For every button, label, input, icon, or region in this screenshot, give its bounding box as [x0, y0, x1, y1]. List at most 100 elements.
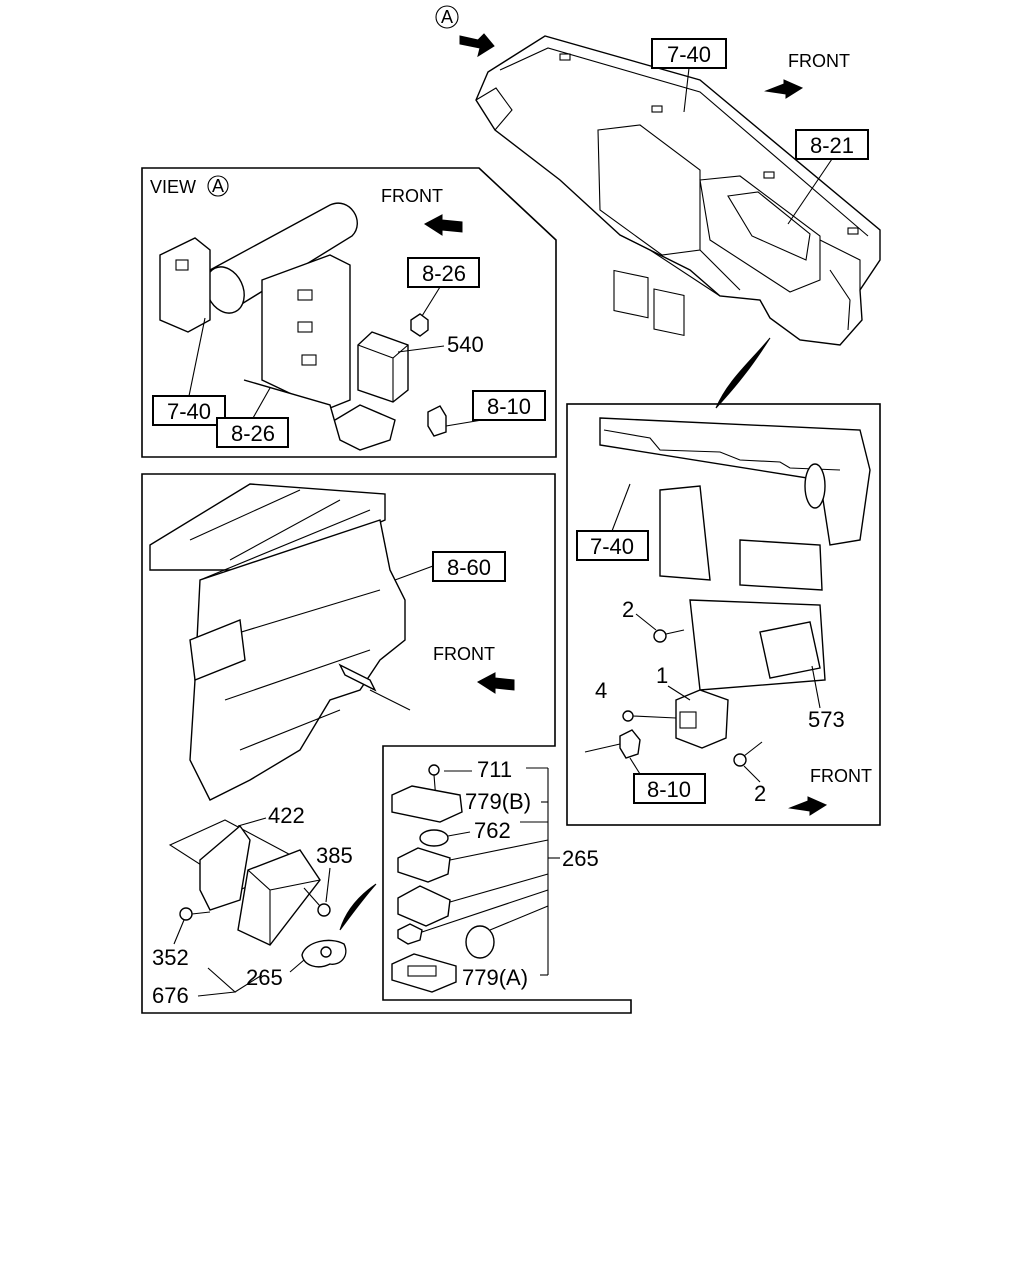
hvac-bolt-385-shank: [303, 887, 321, 907]
view-a-panel: VIEW A FRONT 8-26 540 8-10 7-40: [141, 167, 557, 458]
right-bolt-top-shank: [665, 629, 685, 635]
right-relay-1: [675, 689, 729, 749]
front-arrow-top: [764, 79, 804, 99]
view-a-lower-bracket: [243, 379, 396, 451]
view-a-frame: [141, 167, 557, 458]
view-a-left-bracket: [159, 237, 211, 333]
right-connector: [619, 729, 641, 759]
ref-7-40-top: 7-40: [667, 42, 711, 67]
key-screw-711: [428, 764, 440, 776]
hvac-top-duct: [149, 483, 386, 571]
view-a-title-letter: A: [212, 176, 224, 196]
ref-box-8-26-bottom: [216, 417, 289, 448]
part-265-key: 265: [562, 846, 599, 871]
right-cross-member: [599, 417, 871, 546]
leader-352: [173, 919, 185, 945]
dashboard-lower: [619, 234, 771, 319]
right-harness: [584, 743, 621, 753]
ref-7-40-view: 7-40: [167, 399, 211, 424]
key-case-779a: [391, 953, 457, 993]
view-a-front-label: FRONT: [381, 186, 443, 206]
right-relay-socket: [679, 711, 697, 729]
leader-676-b: [234, 974, 263, 993]
ref-box-8-10-view: [472, 390, 546, 421]
ref-box-8-10-right: [633, 773, 706, 804]
leader-8-26-bottom: [252, 387, 271, 419]
view-a-slot-2: [297, 321, 313, 333]
right-panel-frame: [566, 403, 881, 826]
pointer-fob-to-key: [339, 883, 377, 931]
dashboard-clip-2: [651, 105, 663, 113]
view-a-module-540: [357, 331, 409, 403]
hvac-mount-line: [369, 689, 411, 711]
dashboard-clip-3: [763, 171, 775, 179]
leader-385: [325, 867, 331, 903]
leader-8-60: [394, 565, 434, 581]
dashboard-body: [475, 35, 881, 346]
view-a-nut: [410, 313, 429, 337]
leader-7-40-view: [188, 317, 206, 397]
ref-box-7-40-top: [651, 38, 727, 69]
dashboard-left-end: [475, 87, 513, 131]
part-540: 540: [447, 332, 484, 357]
ref-8-21: 8-21: [810, 133, 854, 158]
leader-7-40-top: [683, 67, 690, 113]
right-bracket-panel: 7-40 2 1 4 8-10 2 573 FRONT: [566, 403, 881, 826]
right-module-573: [759, 621, 821, 679]
ref-8-10-view: 8-10: [487, 394, 531, 419]
hvac-bracket: [189, 619, 246, 681]
hvac-mount-pin: [338, 663, 377, 692]
dashboard-assembly: A 7-40 8-21 FRONT: [435, 5, 881, 409]
view-a-slot-3: [301, 354, 317, 366]
key-board: [397, 885, 451, 927]
leader-2-bottom: [743, 765, 761, 783]
leader-762: [447, 831, 471, 837]
hvac-panel: 8-60 FRONT 422 385 352 265 676: [141, 473, 632, 1014]
right-screw-4-shank: [632, 715, 677, 719]
hvac-front-label: FRONT: [433, 644, 495, 664]
view-a-front-arrow: [424, 214, 463, 236]
hvac-body: [189, 519, 406, 801]
leader-422: [237, 817, 267, 827]
right-bracket-support: [739, 539, 823, 591]
leader-8-26-top: [421, 286, 441, 317]
dashboard-top-edge: [499, 47, 869, 237]
leader-7-40-right: [611, 483, 631, 532]
right-bolt-bottom-shank: [743, 741, 763, 757]
key-panel: 711 779(B) 762 265 779(A): [391, 757, 599, 993]
ref-8-26-top: 8-26: [422, 261, 466, 286]
key-holder-upper: [397, 847, 451, 883]
leader-8-21: [787, 158, 833, 225]
hvac-frame: [141, 473, 632, 1014]
dashboard-vent-left: [613, 269, 649, 319]
dashboard-meter-panel: [699, 175, 821, 293]
key-case-779a-slot: [407, 965, 437, 977]
part-779a: 779(A): [462, 965, 528, 990]
right-screw-4: [622, 710, 634, 722]
right-front-label: FRONT: [810, 766, 872, 786]
ref-box-8-26-top: [407, 257, 480, 288]
front-label-top: FRONT: [788, 51, 850, 71]
part-385: 385: [316, 843, 353, 868]
view-a-left-hole: [175, 259, 189, 271]
hvac-front-arrow: [477, 672, 515, 694]
part-711: 711: [477, 757, 512, 782]
key-small-part-leader: [421, 889, 549, 933]
key-ring-seal: [465, 925, 495, 959]
hvac-screw-352: [179, 907, 193, 921]
dashboard-right-end: [819, 239, 861, 331]
right-cross-member-flange: [603, 429, 841, 471]
ref-8-60: 8-60: [447, 555, 491, 580]
part-2-bottom: 2: [754, 781, 766, 806]
hvac-plate-422: [199, 824, 251, 911]
dashboard-clip-4: [847, 227, 859, 235]
leader-2-top: [635, 613, 657, 631]
leader-573: [811, 665, 821, 709]
view-a-arrow: [459, 33, 495, 58]
part-422: 422: [268, 803, 305, 828]
key-holder-upper-leader: [449, 839, 549, 861]
view-a-module-540-edge: [357, 344, 409, 402]
hvac-control-unit-face: [247, 869, 321, 945]
view-a-marker-circle: [435, 5, 459, 29]
